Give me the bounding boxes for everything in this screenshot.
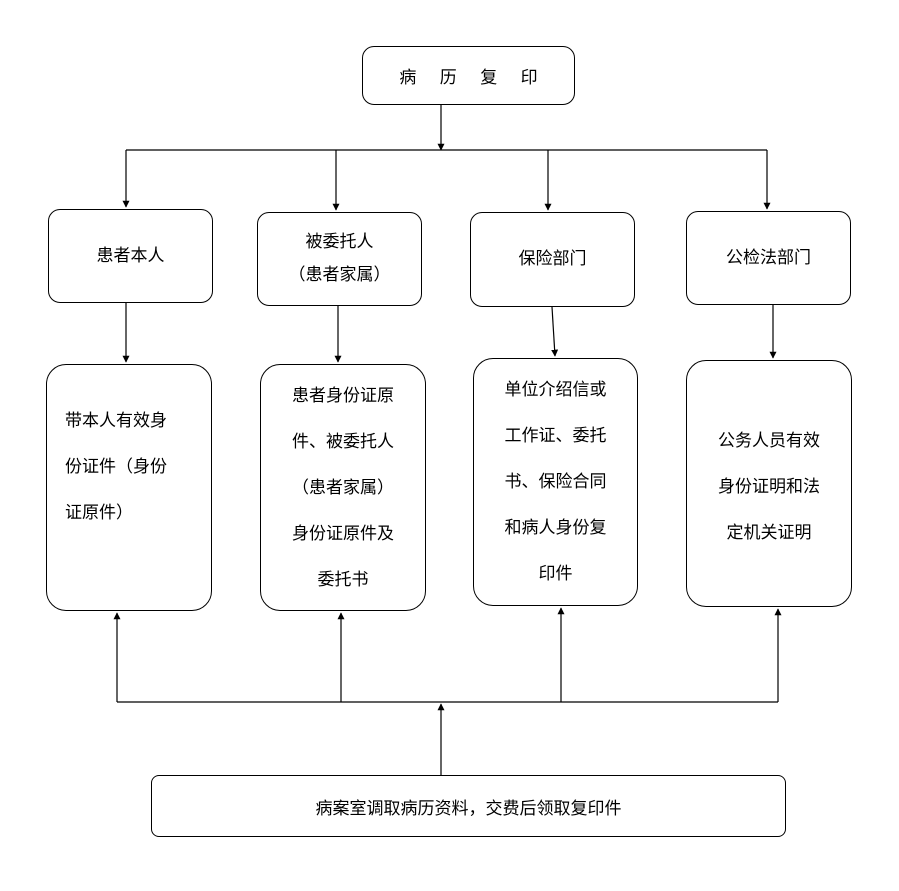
requirement-text: 定机关证明 (726, 523, 812, 543)
title-text: 病 历 复 印 (399, 68, 547, 88)
requirement-text: 件、被委托人 (292, 431, 394, 452)
requirement-text: 和病人身份复 (504, 518, 607, 538)
requirement-text: 证原件） (65, 503, 133, 523)
category-text: 保险部门 (518, 249, 587, 269)
requirement-text: 工作证、委托 (504, 426, 607, 446)
requirement-text: 身份证明和法 (718, 477, 820, 497)
category-box-delegate: 被委托人 （患者家属） (257, 212, 422, 306)
requirement-box-insurance: 单位介绍信或 工作证、委托 书、保险合同 和病人身份复 印件 (473, 358, 638, 606)
category-text: （患者家属） (288, 265, 391, 285)
requirement-text: 委托书 (317, 569, 369, 590)
requirement-text: 书、保险合同 (504, 472, 607, 492)
requirement-text: 公务人员有效 (718, 431, 820, 451)
title-box: 病 历 复 印 (362, 46, 575, 105)
category-box-judicial: 公检法部门 (686, 211, 851, 305)
arrow-cat3-to-req3 (551, 306, 559, 357)
requirement-text: 身份证原件及 (292, 523, 394, 544)
requirement-text: 份证件（身份 (65, 457, 167, 477)
category-box-insurance: 保险部门 (470, 212, 635, 307)
category-box-patient: 患者本人 (48, 209, 213, 303)
records-office-text: 病案室调取病历资料，交费后领取复印件 (315, 798, 622, 819)
requirement-text: （患者家属） (292, 477, 394, 498)
requirement-text: 印件 (538, 564, 573, 584)
category-text: 患者本人 (96, 245, 165, 266)
requirement-text: 单位介绍信或 (504, 380, 607, 400)
requirement-box-patient: 带本人有效身 份证件（身份 证原件） (46, 364, 212, 611)
category-text: 被委托人 (305, 232, 374, 252)
requirement-text: 带本人有效身 (65, 411, 167, 431)
category-text: 公检法部门 (726, 247, 811, 268)
records-office-box: 病案室调取病历资料，交费后领取复印件 (151, 775, 786, 837)
requirement-box-judicial: 公务人员有效 身份证明和法 定机关证明 (686, 360, 852, 607)
requirement-box-delegate: 患者身份证原 件、被委托人 （患者家属） 身份证原件及 委托书 (260, 364, 426, 611)
requirement-text: 患者身份证原 (292, 385, 394, 406)
